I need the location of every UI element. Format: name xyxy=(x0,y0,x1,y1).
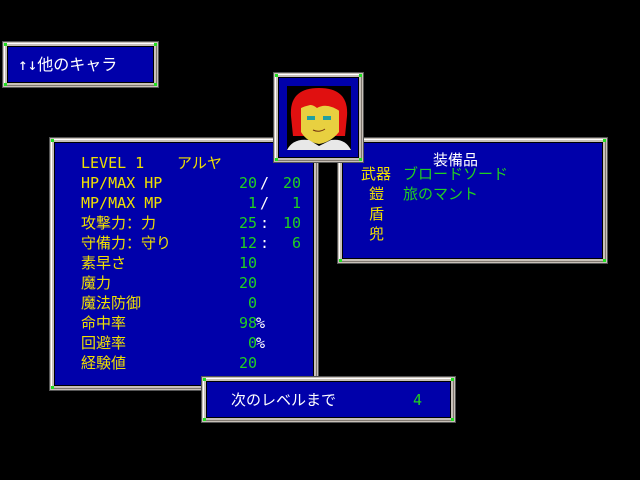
stat-value: 25 xyxy=(238,214,257,232)
equip-slot-item[interactable]: 旅のマント xyxy=(403,185,479,203)
next-level-value: 4 xyxy=(413,391,423,409)
stat-label: 魔法防御 xyxy=(81,294,142,312)
stat-max-value: 6 xyxy=(291,234,301,252)
stat-separator: % xyxy=(255,314,265,332)
stat-separator: % xyxy=(255,334,265,352)
stat-label: MP/MAX MP xyxy=(81,194,163,212)
stat-row: 回避率 0 % xyxy=(81,334,301,352)
stat-separator: : xyxy=(259,234,269,252)
stat-label: 素早さ xyxy=(81,254,127,272)
equipment-title: 装備品 xyxy=(433,151,479,169)
stat-label: 魔力 xyxy=(81,274,112,292)
stat-value: 0 xyxy=(247,294,257,312)
stat-value: 1 xyxy=(247,194,257,212)
stat-row: 命中率 98 % xyxy=(81,314,301,332)
equipment-panel: 装備品 武器ブロードソード鎧旅のマント盾兜 xyxy=(337,137,608,264)
stat-row: 魔法防御 0 xyxy=(81,294,301,312)
stat-label: HP/MAX HP xyxy=(81,174,163,192)
equip-slot-label: 鎧 xyxy=(369,185,385,203)
next-level-panel: 次のレベルまで 4 xyxy=(201,376,456,423)
equip-slot-label: 武器 xyxy=(361,165,392,183)
stat-row: 守備力：守り 12 : 6 xyxy=(81,234,301,252)
stat-row: 経験値 20 xyxy=(81,354,301,372)
equip-slot-item[interactable]: ブロードソード xyxy=(403,165,509,183)
stat-separator: / xyxy=(259,194,269,212)
stat-label: 守備力：守り xyxy=(81,234,172,252)
stat-row: HP/MAX HP 20 / 20 xyxy=(81,174,301,192)
stat-value: 20 xyxy=(238,354,257,372)
stat-separator: : xyxy=(259,214,269,232)
portrait-panel xyxy=(273,72,364,163)
next-level-label: 次のレベルまで xyxy=(231,391,337,409)
stat-separator: / xyxy=(259,174,269,192)
stat-value: 10 xyxy=(238,254,257,272)
character-portrait xyxy=(287,86,351,150)
stat-value: 20 xyxy=(238,174,257,192)
stat-value: 20 xyxy=(238,274,257,292)
switch-character-panel[interactable]: ↑↓他のキャラ xyxy=(2,41,159,88)
stat-row: 素早さ 10 xyxy=(81,254,301,272)
stat-label: 回避率 xyxy=(81,334,127,352)
stat-value: 12 xyxy=(238,234,257,252)
stat-row: 魔力 20 xyxy=(81,274,301,292)
equip-slot-label: 兜 xyxy=(369,225,385,243)
level-label: LEVEL 1 xyxy=(81,154,145,172)
stat-row: MP/MAX MP 1 / 1 xyxy=(81,194,301,212)
stat-label: 経験値 xyxy=(81,354,127,372)
equip-slot-label: 盾 xyxy=(369,205,385,223)
stat-row: 攻撃力：力 25 : 10 xyxy=(81,214,301,232)
stat-max-value: 20 xyxy=(282,174,301,192)
switch-character-hint: ↑↓他のキャラ xyxy=(18,55,118,74)
stat-value: 98 xyxy=(238,314,257,332)
stat-label: 命中率 xyxy=(81,314,127,332)
character-name: アルヤ xyxy=(177,154,222,172)
stat-label: 攻撃力：力 xyxy=(81,214,157,232)
stat-max-value: 10 xyxy=(282,214,301,232)
stat-value: 0 xyxy=(247,334,257,352)
stat-max-value: 1 xyxy=(291,194,301,212)
